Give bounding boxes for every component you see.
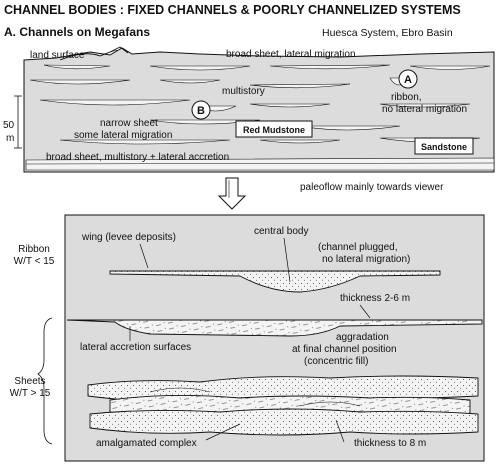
scale-unit: m	[6, 133, 14, 144]
land-surface-leader	[103, 49, 118, 55]
thickness-sheets-label: thickness to 8 m	[354, 438, 426, 449]
amalgamated-leader	[205, 423, 241, 441]
section-a-heading: A. Channels on Megafans	[4, 25, 150, 39]
thickness-ribbon-leader	[359, 304, 371, 319]
plugged-label-1: (channel plugged,	[318, 242, 398, 253]
legend-sandstone: Sandstone	[421, 142, 467, 152]
aggradation-label-3: (concentric fill)	[304, 356, 368, 367]
marker-a	[398, 69, 418, 89]
sheets-side-label-2: W/T > 15	[10, 388, 51, 399]
amalgamated-complex-body	[87, 375, 479, 436]
legend-sandstone-box	[414, 137, 474, 155]
aggradation-label-2: at final channel position	[292, 344, 397, 355]
aggradation-label-1: aggradation	[336, 332, 389, 343]
down-arrow-icon	[217, 177, 247, 210]
marker-b-text: B	[197, 105, 205, 117]
sheets-side-label-1: Sheets	[14, 376, 45, 387]
wing-label: wing (levee deposits)	[81, 232, 176, 243]
thickness-ribbon-label: thickness 2-6 m	[340, 293, 410, 304]
wing-leader	[139, 243, 149, 269]
scale-bar	[14, 95, 22, 149]
thickness-sheets-leader	[335, 419, 345, 443]
paleoflow-label: paleoflow mainly towards viewer	[300, 182, 444, 193]
marker-a-text: A	[404, 74, 412, 86]
location-label: Huesca System, Ebro Basin	[322, 27, 453, 39]
multistory-label: multistory	[222, 86, 265, 97]
ribbon-channel-body	[109, 270, 441, 293]
lateral-accretion-body	[66, 319, 483, 337]
scale-value: 50	[3, 120, 15, 131]
ribbon-side-label-2: W/T < 15	[14, 256, 55, 267]
ribbon-side-label-1: Ribbon	[18, 244, 50, 255]
narrow-sheet-label-1: narrow sheet	[100, 118, 158, 129]
legend-red-mudstone: Red Mudstone	[243, 125, 305, 135]
broad-sheet-multistory-label: broad sheet, multistory + lateral accret…	[46, 152, 229, 163]
megafan-cross-section	[23, 46, 495, 173]
broad-sheet-lateral-label: broad sheet, lateral migration	[226, 49, 356, 60]
lateral-accretion-label: lateral accretion surfaces	[80, 342, 191, 353]
central-body-label: central body	[254, 226, 308, 237]
amalgamated-label: amalgamated complex	[96, 438, 197, 449]
figure-title: CHANNEL BODIES : FIXED CHANNELS & POORLY…	[4, 3, 461, 17]
central-body-leader	[283, 237, 291, 283]
marker-b	[191, 100, 211, 120]
plugged-label-2: no lateral migration)	[322, 254, 410, 265]
legend-red-mudstone-box	[235, 120, 313, 138]
narrow-sheet-label-2: some lateral migration	[74, 130, 172, 141]
sheets-bracket	[37, 317, 53, 445]
land-surface-label: land surface	[30, 50, 85, 61]
ribbon-label-2: no lateral migration	[382, 104, 467, 115]
ribbon-label-1: ribbon,	[391, 92, 422, 103]
